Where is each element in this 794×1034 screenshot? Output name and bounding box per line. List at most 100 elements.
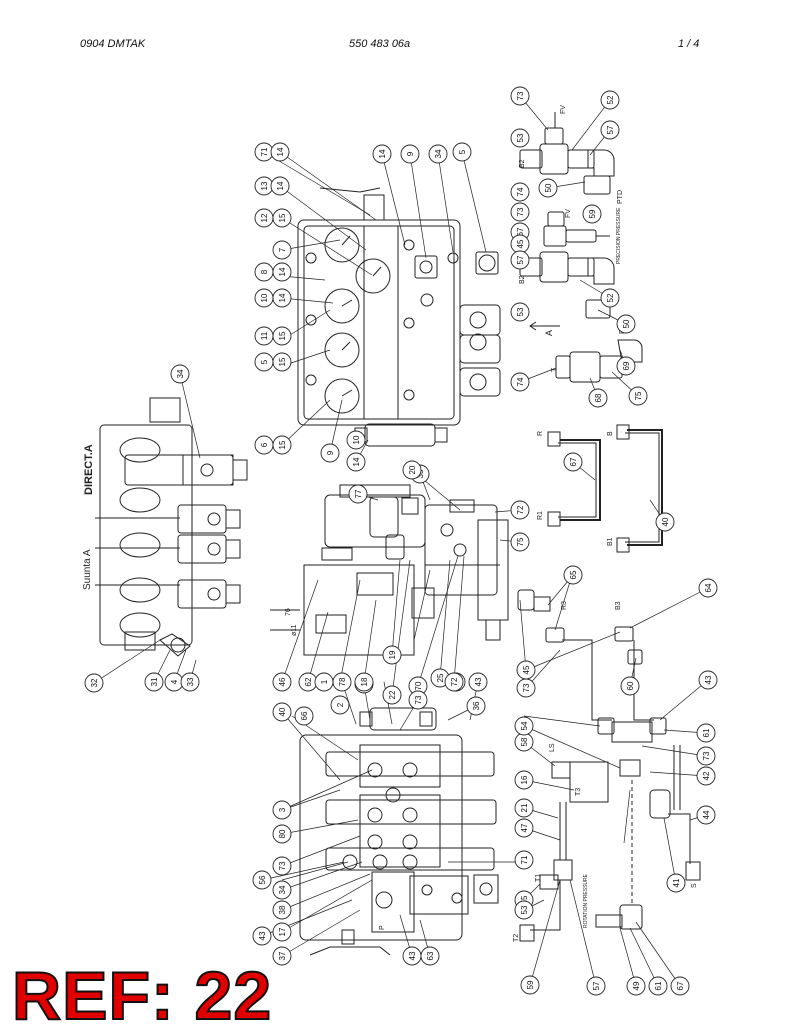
- balloon-item-9: 9: [400, 144, 420, 164]
- svg-text:72: 72: [516, 505, 525, 514]
- control-block-suunta: [95, 397, 248, 657]
- svg-text:67: 67: [569, 457, 578, 466]
- balloon-item-19: 19: [382, 645, 402, 665]
- balloon-item-73: 73: [272, 856, 292, 876]
- svg-text:58: 58: [520, 737, 529, 746]
- svg-text:14: 14: [278, 267, 287, 276]
- svg-text:13: 13: [260, 181, 269, 190]
- balloon-item-77: 77: [348, 484, 368, 504]
- balloon-item-33: 33: [180, 672, 200, 692]
- svg-text:43: 43: [408, 951, 417, 960]
- svg-text:73: 73: [516, 207, 525, 216]
- svg-text:34: 34: [278, 885, 287, 894]
- svg-text:45: 45: [522, 665, 531, 674]
- balloon-item-73: 73: [510, 202, 530, 222]
- balloon-item-7: 7: [272, 240, 292, 260]
- balloon-item-1: 1: [314, 672, 334, 692]
- balloon-item-67: 67: [670, 976, 690, 996]
- svg-text:71: 71: [520, 855, 529, 864]
- svg-text:50: 50: [622, 319, 631, 328]
- svg-text:5: 5: [260, 359, 269, 364]
- svg-text:33: 33: [186, 677, 195, 686]
- balloon-item-11: 11: [254, 326, 274, 346]
- middle-valve-assembly: [270, 484, 509, 656]
- svg-text:70: 70: [414, 681, 423, 690]
- balloon-item-80: 80: [272, 824, 292, 844]
- svg-text:18: 18: [360, 677, 369, 686]
- balloon-item-3: 3: [272, 800, 292, 820]
- label-b1: B1: [607, 537, 614, 546]
- balloon-item-60: 60: [620, 676, 640, 696]
- balloon-item-47: 47: [514, 818, 534, 838]
- svg-text:78: 78: [338, 677, 347, 686]
- svg-text:4: 4: [170, 679, 179, 684]
- svg-text:9: 9: [326, 450, 335, 455]
- svg-text:63: 63: [426, 951, 435, 960]
- balloon-item-52: 52: [600, 288, 620, 308]
- fitting-group-fv-top: [519, 112, 615, 195]
- svg-text:1: 1: [320, 679, 329, 684]
- balloon-item-75: 75: [510, 532, 530, 552]
- balloon-item-59: 59: [582, 204, 602, 224]
- svg-text:37: 37: [278, 951, 287, 960]
- svg-text:10: 10: [260, 293, 269, 302]
- svg-text:14: 14: [352, 457, 361, 466]
- balloon-item-15: 15: [272, 326, 292, 346]
- balloon-item-45: 45: [510, 234, 530, 254]
- label-dim-76: 76: [285, 608, 292, 616]
- label-r: R: [537, 431, 544, 436]
- svg-text:36: 36: [472, 701, 481, 710]
- balloon-item-37: 37: [272, 946, 292, 966]
- balloon-item-32: 32: [84, 673, 104, 693]
- label-fv-mid: FV: [565, 209, 572, 218]
- label-b2-mid: B2: [519, 275, 526, 284]
- balloon-item-53: 53: [514, 900, 534, 920]
- balloon-item-73: 73: [510, 86, 530, 106]
- label-r3: R3: [561, 601, 568, 610]
- svg-text:19: 19: [388, 650, 397, 659]
- svg-text:12: 12: [260, 213, 269, 222]
- svg-text:67: 67: [676, 981, 685, 990]
- svg-text:43: 43: [704, 675, 713, 684]
- balloon-item-57: 57: [510, 250, 530, 270]
- svg-text:61: 61: [702, 728, 711, 737]
- svg-text:34: 34: [434, 149, 443, 158]
- svg-text:74: 74: [516, 187, 525, 196]
- balloon-item-5: 5: [452, 142, 472, 162]
- balloon-item-40: 40: [655, 512, 675, 532]
- svg-text:74: 74: [516, 377, 525, 386]
- label-ls: LS: [549, 743, 556, 752]
- balloon-item-70: 70: [408, 676, 428, 696]
- right-pipework: [517, 424, 701, 942]
- svg-text:73: 73: [522, 683, 531, 692]
- svg-text:57: 57: [606, 125, 615, 134]
- balloon-item-45: 45: [516, 660, 536, 680]
- svg-text:75: 75: [634, 391, 643, 400]
- gauge-panel: [297, 187, 501, 447]
- svg-text:21: 21: [520, 803, 529, 812]
- svg-text:73: 73: [414, 695, 423, 704]
- balloon-item-41: 41: [666, 873, 686, 893]
- balloon-item-12: 12: [254, 208, 274, 228]
- svg-text:11: 11: [260, 331, 269, 340]
- svg-text:77: 77: [354, 489, 363, 498]
- label-t2: T2: [513, 934, 520, 942]
- svg-text:15: 15: [278, 331, 287, 340]
- balloon-item-15: 15: [272, 208, 292, 228]
- svg-text:49: 49: [632, 981, 641, 990]
- balloon-item-72: 72: [510, 500, 530, 520]
- balloon-item-74: 74: [510, 182, 530, 202]
- svg-text:72: 72: [450, 677, 459, 686]
- balloon-item-2: 2: [330, 695, 350, 715]
- svg-text:64: 64: [704, 583, 713, 592]
- balloon-item-75: 75: [628, 386, 648, 406]
- balloon-item-4: 4: [164, 672, 184, 692]
- svg-text:80: 80: [278, 829, 287, 838]
- svg-text:42: 42: [702, 771, 711, 780]
- svg-text:52: 52: [606, 95, 615, 104]
- balloon-item-38: 38: [272, 900, 292, 920]
- svg-text:15: 15: [278, 357, 287, 366]
- svg-text:17: 17: [278, 927, 287, 936]
